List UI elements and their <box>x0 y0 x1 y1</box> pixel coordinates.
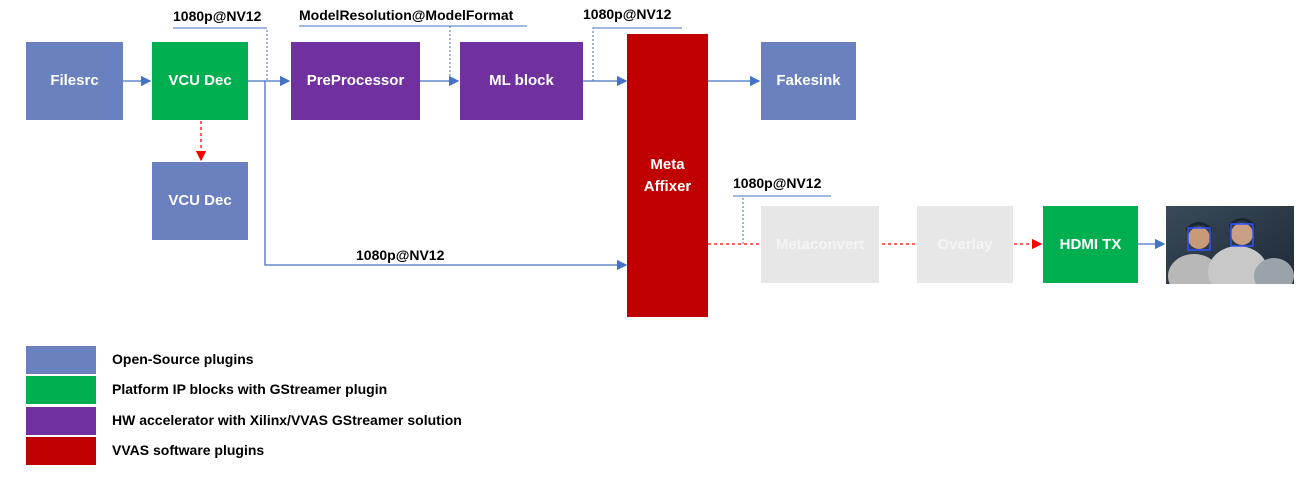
node-meta-affixer: Meta Affixer <box>627 34 708 317</box>
arrow-bypass-metaaffixer <box>264 81 628 271</box>
node-metaconvert: Metaconvert <box>761 206 879 283</box>
label-ml-out: 1080p@NV12 <box>583 6 672 22</box>
label-bypass: 1080p@NV12 <box>356 247 445 263</box>
legend-label: Open-Source plugins <box>112 351 254 367</box>
legend-label: HW accelerator with Xilinx/VVAS GStreame… <box>112 412 462 428</box>
legend-item-open-source: Open-Source plugins <box>26 346 254 374</box>
legend-item-hw-accelerator: HW accelerator with Xilinx/VVAS GStreame… <box>26 407 462 435</box>
meta-affixer-line1: Meta <box>650 155 685 173</box>
legend-swatch <box>26 376 96 404</box>
legend-label: Platform IP blocks with GStreamer plugin <box>112 381 388 397</box>
legend-item-platform-ip: Platform IP blocks with GStreamer plugin <box>26 376 387 404</box>
output-frame-image <box>1166 206 1294 284</box>
legend-label: VVAS software plugins <box>112 442 265 458</box>
label-meta-out: 1080p@NV12 <box>733 175 822 191</box>
node-ml-block: ML block <box>460 42 583 120</box>
legend-swatch <box>26 346 96 374</box>
legend-swatch <box>26 437 96 465</box>
legend-item-vvas-sw: VVAS software plugins <box>26 437 264 465</box>
label-model-in: ModelResolution@ModelFormat <box>299 7 514 23</box>
meta-affixer-line2: Affixer <box>643 177 692 195</box>
label-vcu-out: 1080p@NV12 <box>173 8 262 24</box>
node-vcu-dec-secondary: VCU Dec <box>152 162 248 240</box>
node-hdmi-tx: HDMI TX <box>1043 206 1138 283</box>
node-preprocessor: PreProcessor <box>291 42 420 120</box>
node-overlay: Overlay <box>917 206 1013 283</box>
node-filesrc: Filesrc <box>26 42 123 120</box>
node-vcu-dec: VCU Dec <box>152 42 248 120</box>
node-fakesink: Fakesink <box>761 42 856 120</box>
legend-swatch <box>26 407 96 435</box>
